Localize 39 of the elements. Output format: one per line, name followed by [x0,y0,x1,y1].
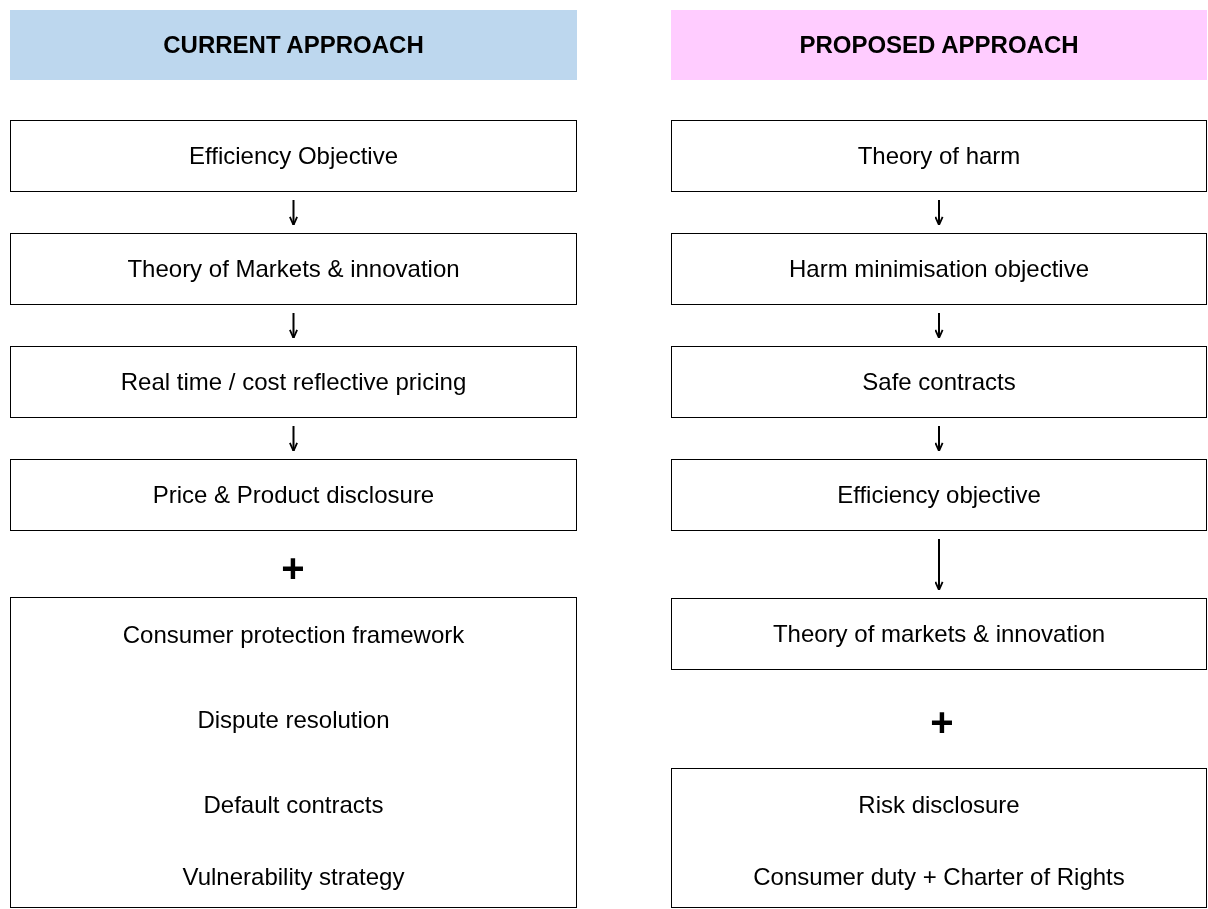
process-box [671,233,1207,305]
box-text: Theory of markets & innovation [771,619,1107,649]
header-band [671,10,1207,80]
plus-sign: + [280,548,306,588]
box-text: Risk disclosure [857,790,1021,820]
process-box [671,120,1207,192]
box-text: Price & Product disclosure [151,480,436,510]
box-text: Harm minimisation objective [787,254,1091,284]
box-text: Theory of Markets & innovation [126,254,461,284]
arrow [934,425,944,452]
box-text: Real time / cost reflective pricing [119,367,468,397]
box-text: Efficiency Objective [188,141,399,171]
process-box [671,768,1207,908]
arrow [289,312,298,339]
box-text: Consumer duty + Charter of Rights [752,862,1126,892]
box-text: Safe contracts [861,367,1017,397]
box-text: Vulnerability strategy [181,862,406,892]
arrow [934,199,944,226]
box-text: Theory of harm [856,141,1022,171]
plus-sign: + [929,702,955,742]
arrow [289,425,298,452]
column-heading: PROPOSED APPROACH [798,30,1080,60]
header-band [10,10,577,80]
box-text: Dispute resolution [196,705,391,735]
process-box [10,459,577,531]
process-box [10,597,577,908]
process-box [10,233,577,305]
process-box [671,598,1207,670]
arrow [934,538,944,591]
column-heading: CURRENT APPROACH [162,30,425,60]
arrow [289,199,298,226]
process-box [10,346,577,418]
process-box [671,459,1207,531]
arrow [934,312,944,339]
process-box [671,346,1207,418]
box-text: Efficiency objective [836,480,1042,510]
process-box [10,120,577,192]
box-text: Consumer protection framework [121,620,466,650]
box-text: Default contracts [202,790,385,820]
